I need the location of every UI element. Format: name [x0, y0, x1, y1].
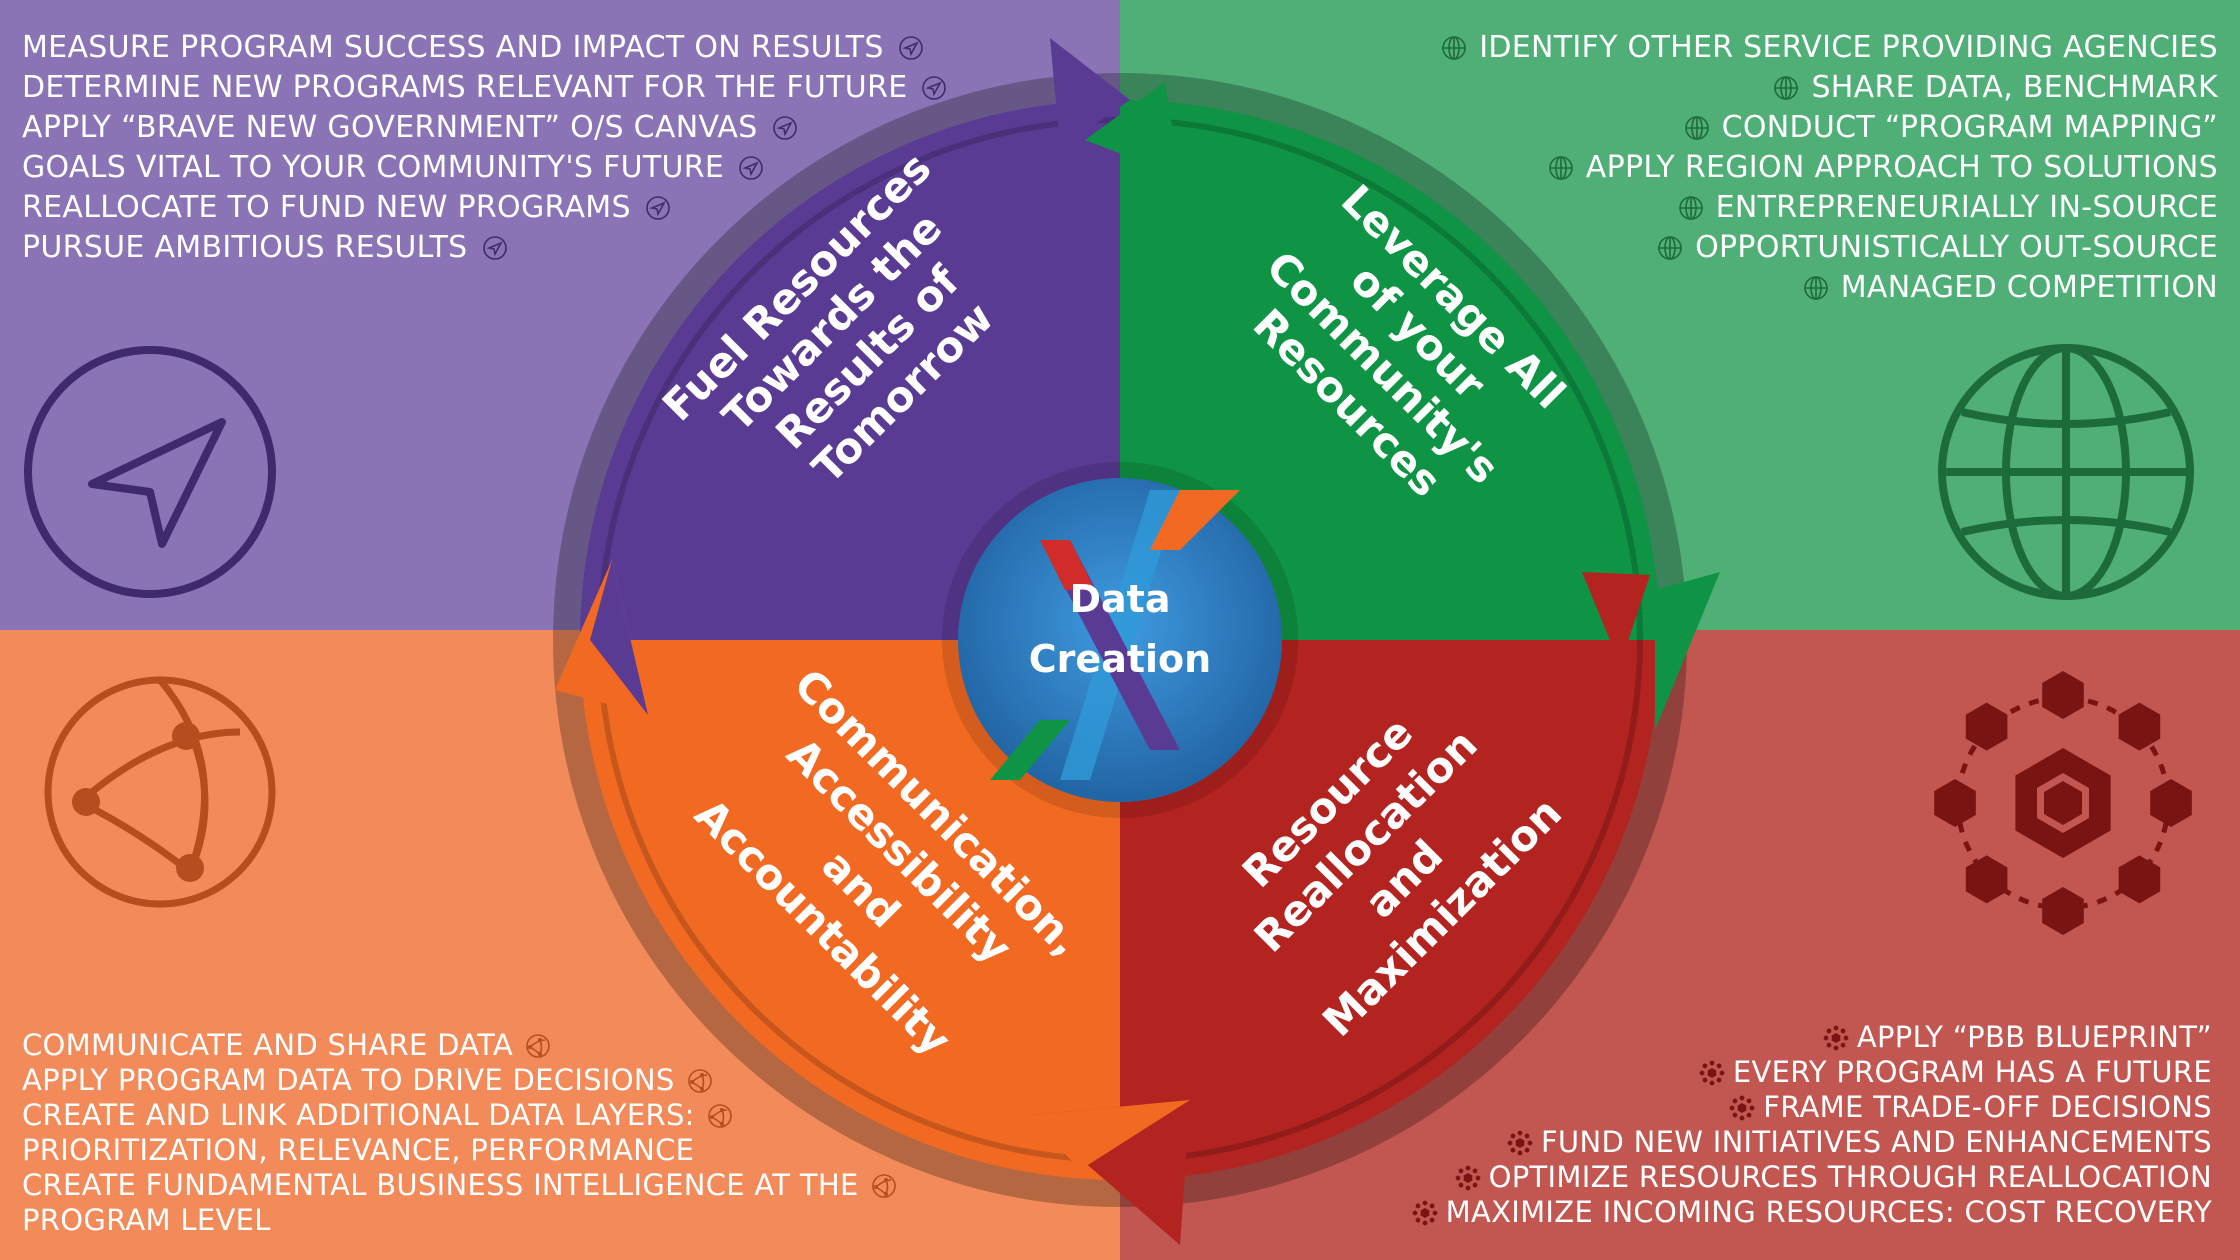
list-item: IDENTIFY OTHER SERVICE PROVIDING AGENCIE…: [1441, 28, 2218, 68]
list-item-text: CONDUCT “PROGRAM MAPPING”: [1721, 110, 2218, 145]
navigation-arrow-icon: [24, 346, 276, 598]
center-label-line: Data: [1070, 577, 1171, 621]
list-item: GOALS VITAL TO YOUR COMMUNITY'S FUTURE: [22, 148, 947, 188]
segment-communication: [580, 640, 1120, 1180]
arrow-purple-head: [1050, 38, 1130, 148]
globe-icon: [1938, 344, 2194, 600]
globe-icon: [1684, 116, 1709, 140]
arrow-orange-tail: [1030, 1100, 1190, 1170]
arrow-green-tail: [1655, 572, 1720, 730]
list-item: OPPORTUNISTICALLY OUT-SOURCE: [1441, 228, 2218, 268]
navigation-arrow-icon: [645, 196, 670, 220]
list-item: APPLY “PBB BLUEPRINT”: [1412, 1020, 2212, 1055]
list-item-text: APPLY “PBB BLUEPRINT”: [1856, 1020, 2212, 1054]
list-item: CREATE FUNDAMENTAL BUSINESS INTELLIGENCE…: [22, 1168, 897, 1203]
list-item: ENTREPRENEURIALLY IN-SOURCE: [1441, 188, 2218, 228]
hexagon-cluster-icon: [1823, 1024, 1849, 1051]
list-item: CREATE AND LINK ADDITIONAL DATA LAYERS:: [22, 1098, 897, 1133]
list-item: SHARE DATA, BENCHMARK: [1441, 68, 2218, 108]
list-item-text: GOALS VITAL TO YOUR COMMUNITY'S FUTURE: [22, 150, 725, 185]
list-item: EVERY PROGRAM HAS A FUTURE: [1412, 1055, 2212, 1090]
list-item-text: CREATE FUNDAMENTAL BUSINESS INTELLIGENCE…: [22, 1168, 859, 1202]
hexagon-cluster-icon: [1507, 1129, 1533, 1156]
list-item: COMMUNICATE AND SHARE DATA: [22, 1028, 897, 1063]
hexagon-cluster-icon: [1699, 1059, 1725, 1086]
label-fuel-resources: Fuel ResourcesTowards theResults ofTomor…: [653, 143, 1047, 537]
list-item-text: PROGRAM LEVEL: [22, 1203, 271, 1237]
list-item-text: ENTREPRENEURIALLY IN-SOURCE: [1715, 190, 2218, 225]
list-item-text: APPLY REGION APPROACH TO SOLUTIONS: [1585, 150, 2218, 185]
list-item-text: COMMUNICATE AND SHARE DATA: [22, 1028, 514, 1062]
list-item-text: CREATE AND LINK ADDITIONAL DATA LAYERS:: [22, 1098, 695, 1132]
list-item: PURSUE AMBITIOUS RESULTS: [22, 228, 947, 268]
center-label-line: Creation: [1029, 637, 1211, 681]
list-item: MANAGED COMPETITION: [1441, 268, 2218, 308]
list-item: APPLY REGION APPROACH TO SOLUTIONS: [1441, 148, 2218, 188]
list-item: FUND NEW INITIATIVES AND ENHANCEMENTS: [1412, 1125, 2212, 1160]
hexagon-cluster-icon: [1455, 1164, 1480, 1191]
network-sphere-icon: [687, 1068, 712, 1093]
arrow-left-tail: [590, 560, 648, 715]
list-item-text: DETERMINE NEW PROGRAMS RELEVANT FOR THE …: [22, 70, 908, 105]
reallocation-list: APPLY “PBB BLUEPRINT”EVERY PROGRAM HAS A…: [1412, 1020, 2212, 1230]
network-sphere-icon: [871, 1173, 896, 1198]
globe-icon: [1548, 156, 1573, 180]
arrow-red-head: [1582, 572, 1650, 665]
navigation-arrow-icon: [772, 116, 797, 140]
list-item-text: PURSUE AMBITIOUS RESULTS: [22, 230, 468, 265]
list-item: OPTIMIZE RESOURCES THROUGH REALLOCATION: [1412, 1160, 2212, 1195]
arrow-green-head: [1085, 82, 1180, 176]
network-sphere-icon: [526, 1033, 550, 1058]
leverage-resources-list: IDENTIFY OTHER SERVICE PROVIDING AGENCIE…: [1441, 28, 2218, 308]
list-item: APPLY “BRAVE NEW GOVERNMENT” O/S CANVAS: [22, 108, 947, 148]
segment-fuel-resources: [580, 100, 1120, 640]
list-item-text: IDENTIFY OTHER SERVICE PROVIDING AGENCIE…: [1479, 30, 2218, 65]
hexagon-cluster-icon: [1729, 1094, 1755, 1121]
navigation-arrow-icon: [482, 236, 507, 260]
globe-icon: [1658, 236, 1682, 260]
hexagon-cluster-icon: [1412, 1199, 1437, 1226]
list-item-text: MEASURE PROGRAM SUCCESS AND IMPACT ON RE…: [22, 30, 884, 65]
list-item: DETERMINE NEW PROGRAMS RELEVANT FOR THE …: [22, 68, 947, 108]
globe-icon: [1774, 76, 1799, 100]
list-item: REALLOCATE TO FUND NEW PROGRAMS: [22, 188, 947, 228]
navigation-arrow-icon: [739, 156, 763, 180]
globe-icon: [1442, 36, 1467, 60]
segment-leverage-resources: [1120, 100, 1660, 640]
fuel-resources-list: MEASURE PROGRAM SUCCESS AND IMPACT ON RE…: [22, 28, 947, 268]
list-item-text: OPPORTUNISTICALLY OUT-SOURCE: [1695, 230, 2218, 265]
list-item-text: SHARE DATA, BENCHMARK: [1811, 70, 2218, 105]
list-item-text: MAXIMIZE INCOMING RESOURCES: COST RECOVE…: [1445, 1195, 2212, 1229]
list-item-text: MANAGED COMPETITION: [1840, 270, 2218, 305]
list-item: FRAME TRADE-OFF DECISIONS: [1412, 1090, 2212, 1125]
globe-icon: [1803, 276, 1828, 300]
hexagon-cluster-icon: [1934, 671, 2192, 935]
list-item-text: APPLY PROGRAM DATA TO DRIVE DECISIONS: [22, 1063, 675, 1097]
navigation-arrow-icon: [922, 76, 947, 100]
list-item-text: EVERY PROGRAM HAS A FUTURE: [1732, 1055, 2212, 1089]
list-item-text: OPTIMIZE RESOURCES THROUGH REALLOCATION: [1488, 1160, 2212, 1194]
list-item-text: FRAME TRADE-OFF DECISIONS: [1763, 1090, 2212, 1124]
globe-icon: [1678, 196, 1703, 220]
list-item-text: APPLY “BRAVE NEW GOVERNMENT” O/S CANVAS: [22, 110, 758, 145]
list-item: PROGRAM LEVEL: [22, 1203, 897, 1238]
list-item: MEASURE PROGRAM SUCCESS AND IMPACT ON RE…: [22, 28, 947, 68]
list-item: PRIORITIZATION, RELEVANCE, PERFORMANCE: [22, 1133, 897, 1168]
network-sphere-icon: [707, 1103, 732, 1128]
navigation-arrow-icon: [898, 36, 923, 60]
list-item-text: REALLOCATE TO FUND NEW PROGRAMS: [22, 190, 631, 225]
x-logo-icon: [990, 490, 1240, 780]
segment-resource-reallocation: [1120, 640, 1660, 1180]
list-item: CONDUCT “PROGRAM MAPPING”: [1441, 108, 2218, 148]
list-item-text: FUND NEW INITIATIVES AND ENHANCEMENTS: [1540, 1125, 2212, 1159]
list-item: MAXIMIZE INCOMING RESOURCES: COST RECOVE…: [1412, 1195, 2212, 1230]
list-item-text: PRIORITIZATION, RELEVANCE, PERFORMANCE: [22, 1133, 695, 1167]
list-item: APPLY PROGRAM DATA TO DRIVE DECISIONS: [22, 1063, 897, 1098]
network-sphere-icon: [44, 676, 276, 908]
